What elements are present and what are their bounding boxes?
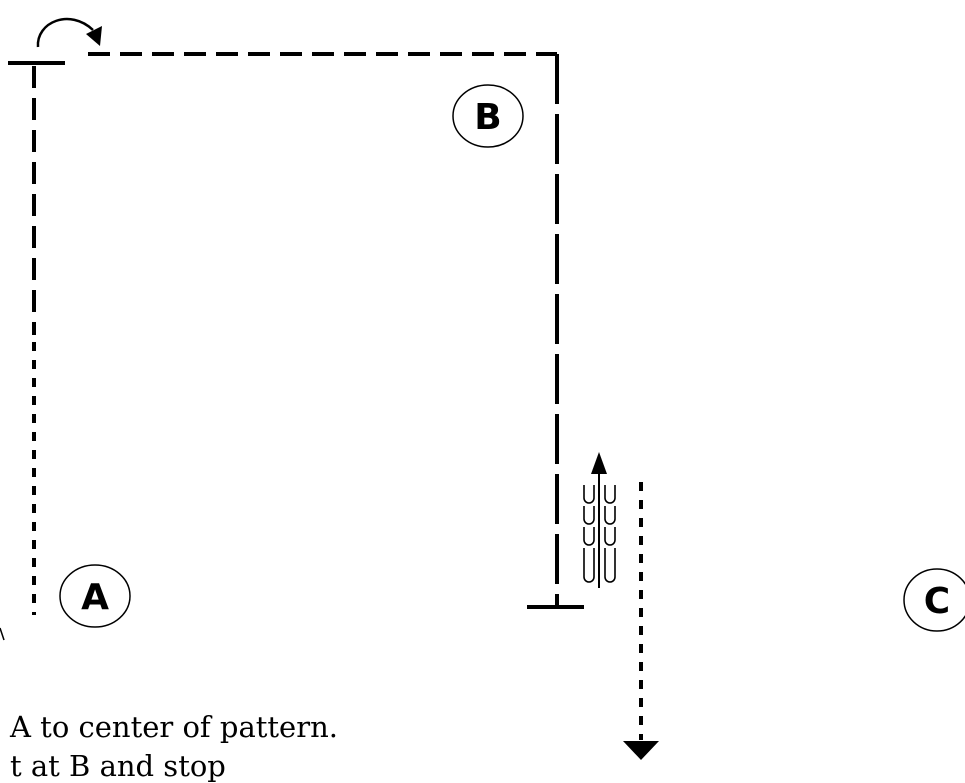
label-c: C: [903, 568, 965, 632]
arrow-down-icon: [623, 741, 659, 760]
label-c-text: C: [924, 581, 950, 622]
arrow-up-icon: [591, 452, 607, 474]
caption-line-2: t at B and stop: [10, 749, 226, 783]
label-b-text: B: [474, 97, 501, 138]
sewing-path-diagram: A B C: [0, 17, 965, 760]
edge-mark: [0, 627, 5, 641]
caption-line-1: A to center of pattern.: [10, 710, 338, 744]
curved-arrow-head: [86, 26, 102, 46]
label-a-text: A: [81, 577, 109, 618]
curved-arrow-icon: [36, 17, 94, 48]
label-a: A: [59, 564, 131, 628]
label-b: B: [452, 84, 524, 148]
stitch-marks-icon: [583, 485, 616, 583]
